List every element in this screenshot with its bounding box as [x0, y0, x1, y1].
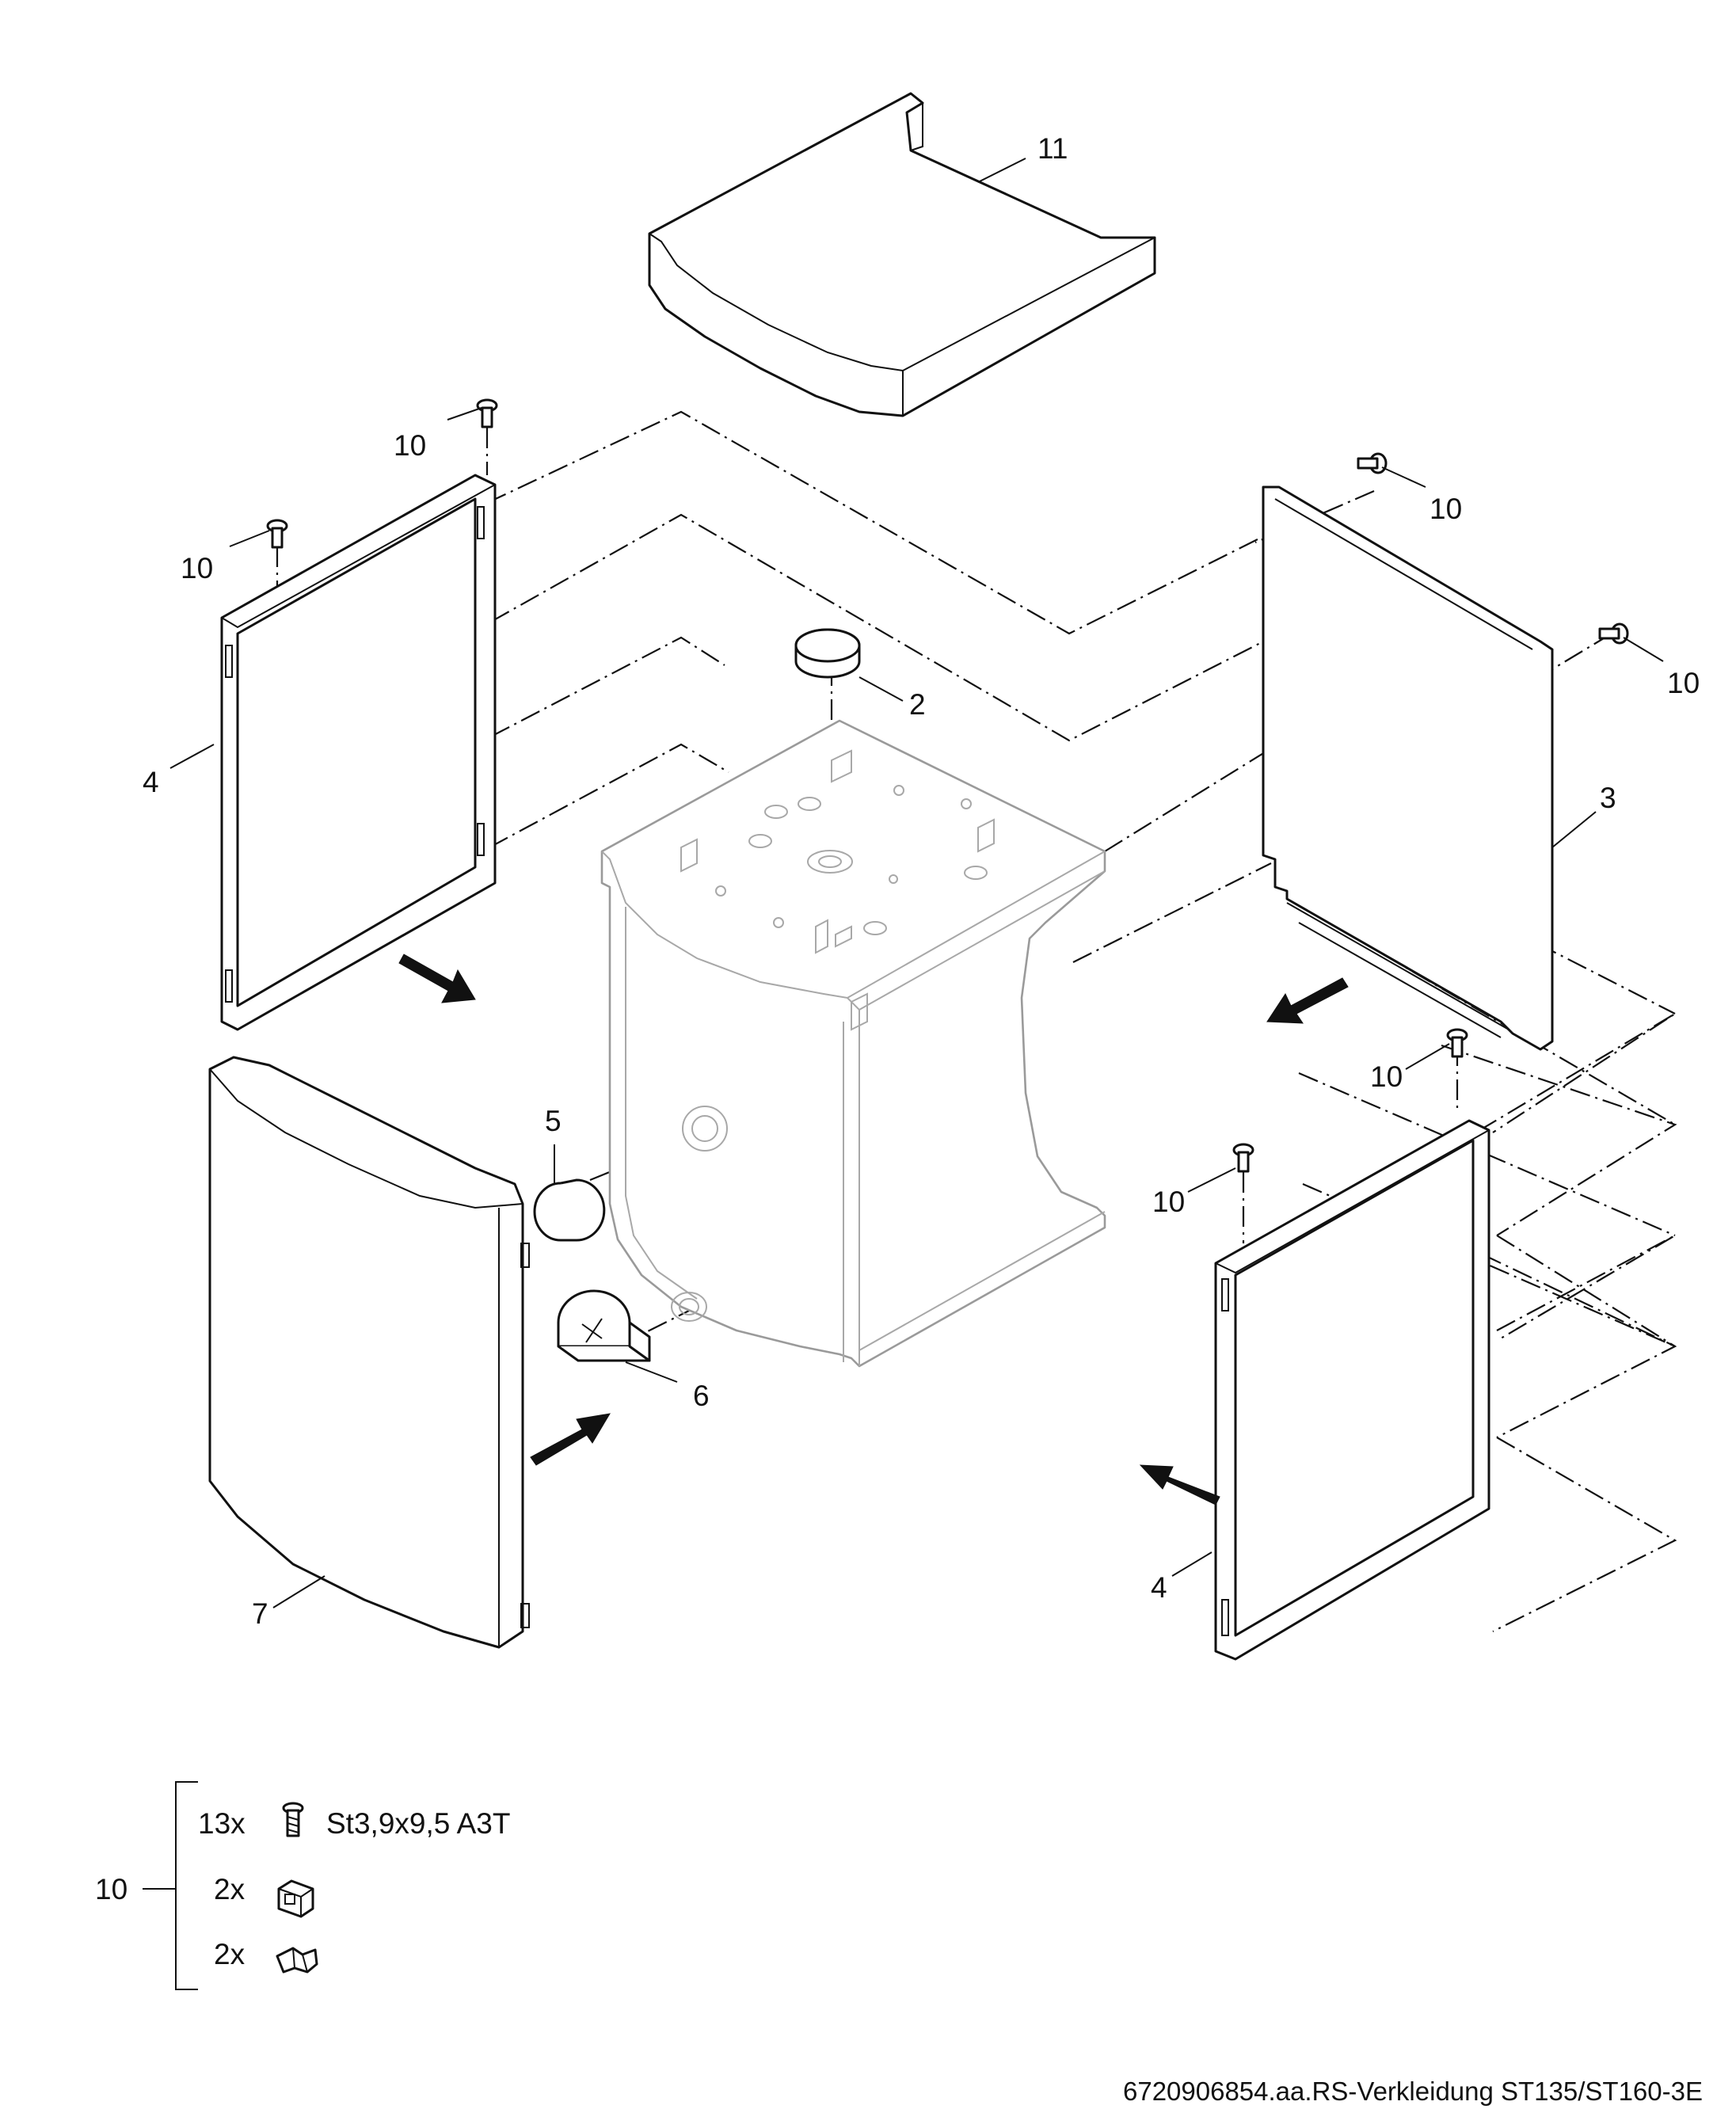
callout-10-e: 10	[1370, 1060, 1403, 1093]
callout-10-d: 10	[1667, 667, 1700, 699]
callout-7: 7	[252, 1597, 268, 1630]
hook-clip-icon	[276, 1947, 318, 1974]
legend-row-qty: 13x	[198, 1807, 246, 1840]
leader-lines	[169, 158, 1664, 1608]
callout-5: 5	[545, 1105, 562, 1137]
top-cover	[648, 92, 1156, 417]
plug-5	[533, 1178, 606, 1242]
callout-4-right: 4	[1151, 1571, 1167, 1604]
screw-b-icon	[266, 519, 288, 549]
screw-e-icon	[1446, 1028, 1468, 1058]
callout-10-a: 10	[394, 429, 426, 462]
arrow-back-panel	[1266, 977, 1349, 1024]
screw-icon	[282, 1802, 304, 1837]
cap-top	[794, 628, 861, 679]
screw-d-icon	[1598, 622, 1629, 645]
screw-a-icon	[476, 398, 498, 428]
callout-3: 3	[1600, 782, 1616, 814]
legend: 10 13x St3,9x9,5 A3T 2x 2x	[95, 1781, 510, 1990]
tank-body	[600, 719, 1106, 1368]
callout-10-b: 10	[181, 552, 213, 584]
callout-4-left: 4	[143, 766, 159, 798]
legend-row-desc: St3,9x9,5 A3T	[326, 1807, 510, 1840]
drawing-id: 6720906854.aa.RS-Verkleidung ST135/ST160…	[1123, 2077, 1703, 2106]
front-panel	[208, 1056, 530, 1649]
callout-11: 11	[1037, 132, 1068, 165]
legend-item-number: 10	[95, 1873, 128, 1905]
callout-6: 6	[693, 1380, 710, 1412]
arrow-right-panel	[1139, 1464, 1220, 1506]
arrow-left-panel	[398, 954, 476, 1003]
screw-f-icon	[1232, 1143, 1254, 1173]
callout-10-f: 10	[1152, 1186, 1185, 1218]
clip-nut-icon	[277, 1879, 314, 1918]
plug-6	[557, 1289, 651, 1362]
callout-10-c: 10	[1430, 493, 1462, 525]
legend-row-qty: 2x	[214, 1873, 246, 1905]
side-panel-left	[220, 474, 497, 1031]
side-panel-right	[1214, 1119, 1490, 1661]
legend-row-qty: 2x	[214, 1938, 246, 1970]
back-panel	[1262, 485, 1554, 1051]
screw-c-icon	[1357, 452, 1388, 474]
callout-2: 2	[909, 688, 926, 721]
arrow-front-panel	[530, 1413, 611, 1466]
